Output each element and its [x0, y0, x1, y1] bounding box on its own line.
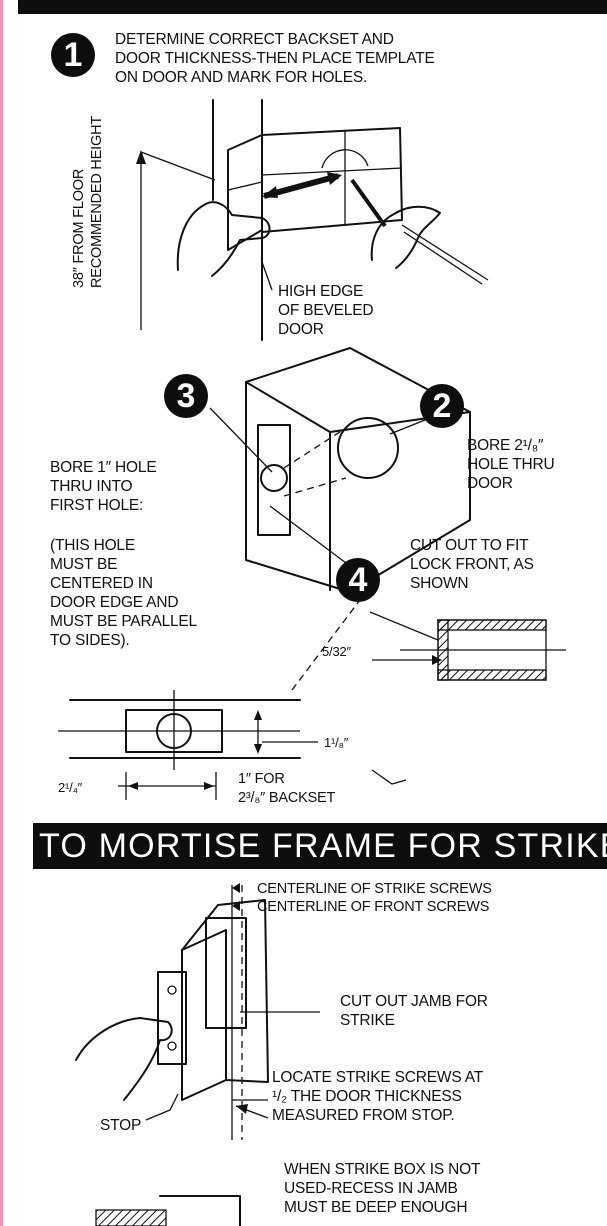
top-header-bar [18, 0, 607, 14]
jamb-left [181, 929, 227, 1101]
bore-hole [337, 417, 399, 479]
step-number-3: 3 [164, 374, 208, 418]
jamb-recess-outline [159, 1195, 241, 1226]
height-reference-line [140, 151, 216, 181]
lock-front-section [291, 599, 566, 691]
step-number-1: 1 [51, 33, 95, 77]
edge-mortise [257, 424, 291, 536]
page-edge-line [0, 0, 3, 1226]
stop-label: STOP [100, 1117, 142, 1134]
cut-out-label: CUT OUT JAMB FOR STRIKE [340, 993, 488, 1029]
recess-label: WHEN STRIKE BOX IS NOT USED-RECESS IN JA… [284, 1161, 481, 1216]
high-edge-label: HIGH EDGE OF BEVELED DOOR [278, 283, 374, 338]
centerline-front-label: CENTERLINE OF FRONT SCREWS [257, 899, 490, 915]
template-drawing [136, 99, 489, 341]
section-pointer [369, 611, 439, 641]
jamb-section [95, 1209, 167, 1226]
backset-dimension: 1″ FOR 2³/₈″ BACKSET [238, 771, 336, 806]
step3-note: (THIS HOLE MUST BE CENTERED IN DOOR EDGE… [50, 537, 197, 649]
depth-dimension: 5/32″ [322, 644, 351, 659]
height-label: 38″ FROM FLOOR RECOMMENDED HEIGHT [71, 115, 105, 288]
left-hand [176, 201, 271, 277]
dimension-pointer [371, 769, 407, 785]
strike-drawing [75, 883, 320, 1226]
step3-instruction: BORE 1″ HOLE THRU INTO FIRST HOLE: [50, 459, 157, 514]
high-edge-pointer [261, 261, 273, 291]
step4-instruction: CUT OUT TO FIT LOCK FRONT, AS SHOWN [410, 537, 534, 592]
lock-body-drawing [209, 347, 471, 593]
right-hand [370, 205, 441, 269]
centerline-strike-label: CENTERLINE OF STRIKE SCREWS [257, 881, 492, 897]
width-dimension: 2¹/₄″ [58, 780, 83, 795]
section-title-bar: TO MORTISE FRAME FOR STRIKE [33, 823, 607, 869]
step2-pointer [389, 419, 426, 435]
strike-recess [205, 917, 247, 1029]
height-dimension: 1¹/₈″ [324, 735, 349, 750]
step-number-4: 4 [336, 558, 380, 602]
step3-pointer [209, 407, 273, 473]
section-title: TO MORTISE FRAME FOR STRIKE [39, 827, 607, 865]
height-arrow-head [136, 150, 146, 164]
pencil [350, 178, 387, 228]
template-left-panel [227, 134, 263, 251]
stop-pointer [145, 1093, 179, 1121]
step4-pointer [269, 505, 351, 567]
step1-instruction: DETERMINE CORRECT BACKSET AND DOOR THICK… [115, 31, 435, 86]
dimension-drawing [58, 690, 407, 800]
hand [75, 1017, 173, 1101]
latch-hole [260, 464, 288, 492]
strike-plate [157, 971, 187, 1065]
locate-label: LOCATE STRIKE SCREWS AT ¹/₂ THE DOOR THI… [272, 1069, 483, 1124]
door-block [245, 347, 471, 593]
step-number-2: 2 [420, 384, 464, 428]
template-right-panel [261, 127, 403, 233]
step2-instruction: BORE 2¹/₈″ HOLE THRU DOOR [467, 437, 555, 492]
